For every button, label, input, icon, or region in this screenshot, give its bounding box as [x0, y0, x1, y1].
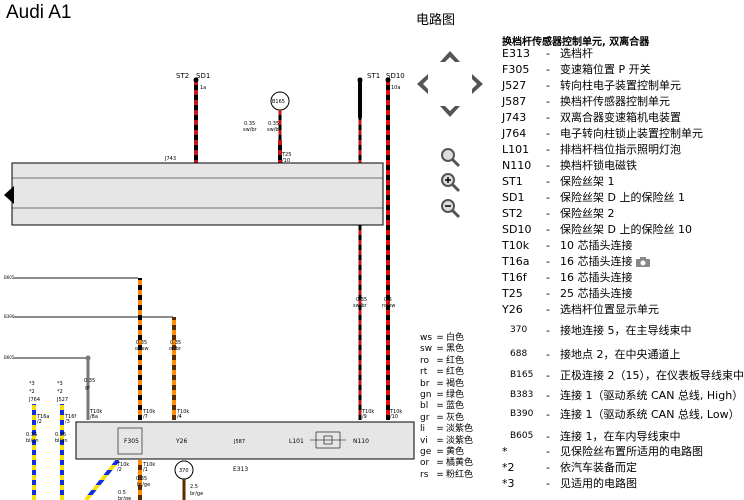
svg-text:0.35: 0.35	[136, 476, 147, 482]
f305-label: F305	[124, 438, 139, 445]
svg-text:0.35: 0.35	[244, 121, 255, 127]
j764-label: J764	[28, 397, 40, 403]
svg-text:*2: *2	[57, 389, 63, 395]
svg-text:0.35: 0.35	[55, 432, 66, 438]
pan-left-icon[interactable]	[414, 72, 438, 96]
color-row: gr=灰色	[420, 412, 465, 423]
svg-text:/2: /2	[117, 467, 122, 473]
fuse-sd10-label: SD10	[386, 72, 405, 80]
svg-text:370: 370	[179, 468, 189, 474]
svg-text:ro/sw: ro/sw	[382, 303, 395, 309]
svg-text:T10k: T10k	[176, 409, 189, 415]
wiring-diagram: ST2 SD1 1a ST1 SD10 10a B165 0.35 sw/br …	[4, 72, 415, 500]
e313-label: E313	[233, 466, 248, 473]
svg-text:B605: B605	[4, 355, 15, 360]
svg-text:10a: 10a	[391, 85, 400, 91]
svg-text:0.5: 0.5	[384, 297, 392, 303]
color-row: li=淡紫色	[420, 424, 474, 435]
svg-text:T10k: T10k	[116, 462, 129, 468]
svg-text:*2: *2	[29, 389, 35, 395]
svg-text:B605: B605	[4, 275, 15, 280]
app-title: Audi A1	[6, 2, 72, 23]
color-row: vi=淡紫色	[420, 435, 474, 446]
svg-text:/8a: /8a	[90, 414, 98, 420]
j587-label: J587	[233, 439, 245, 445]
color-row: ge=黄色	[420, 446, 465, 457]
color-row: gn=绿色	[420, 389, 465, 400]
svg-text:/7: /7	[143, 414, 148, 420]
zoom-out-icon[interactable]	[438, 196, 462, 220]
legend-title: 换档杆传感器控制单元, 双离合器	[502, 37, 650, 48]
svg-text:T10k: T10k	[142, 409, 155, 415]
b165-label: B165	[272, 99, 285, 105]
svg-text:sw/br: sw/br	[243, 127, 258, 133]
fuse-st2-label: ST2	[176, 72, 189, 80]
color-row: bl=蓝色	[420, 401, 465, 412]
j743-label: J743	[164, 156, 176, 162]
svg-text:/4: /4	[177, 414, 182, 420]
j527-label: J527	[56, 397, 68, 403]
svg-text:bl/gn: bl/gn	[26, 438, 39, 444]
svg-text:bl/gn: bl/gn	[55, 438, 68, 444]
svg-text:or/sw: or/sw	[135, 346, 149, 352]
color-row: or=橘黄色	[420, 458, 474, 469]
svg-text:0.35: 0.35	[84, 378, 95, 384]
svg-text:0.35: 0.35	[26, 432, 37, 438]
n110-label: N110	[353, 438, 369, 445]
svg-text:0.5: 0.5	[118, 490, 126, 496]
color-row: rs=粉红色	[420, 469, 474, 480]
svg-text:T10k: T10k	[89, 409, 102, 415]
svg-text:T25: T25	[281, 152, 291, 158]
y26-label: Y26	[175, 438, 187, 445]
color-row: ro=红色	[420, 355, 465, 366]
svg-text:br/ge: br/ge	[118, 496, 131, 500]
svg-text:or/br: or/br	[169, 346, 182, 352]
svg-text:T16f: T16f	[64, 414, 76, 420]
zoom-fit-icon[interactable]	[438, 145, 462, 169]
svg-text:T10k: T10k	[389, 409, 402, 415]
svg-text:T10k: T10k	[142, 462, 155, 468]
component-legend: 换档杆传感器控制单元, 双离合器 E313-选档杆 F305-变速箱位置 P 开…	[500, 30, 744, 500]
triangle-left-icon	[4, 186, 14, 204]
svg-text:/10: /10	[282, 158, 290, 164]
pan-right-icon[interactable]	[462, 72, 486, 96]
svg-text:*3: *3	[57, 381, 63, 387]
svg-text:2.5: 2.5	[190, 484, 198, 490]
color-row: rt=红色	[420, 367, 465, 378]
pan-up-icon[interactable]	[438, 48, 462, 72]
camera-icon[interactable]	[635, 256, 651, 268]
svg-text:0.35: 0.35	[268, 121, 279, 127]
svg-text:0.35: 0.35	[170, 340, 181, 346]
svg-text:gr: gr	[85, 385, 91, 391]
pan-down-icon[interactable]	[438, 96, 462, 120]
svg-text:/10: /10	[390, 414, 398, 420]
svg-text:/1: /1	[143, 467, 148, 473]
wire-color-key: ws=白色 sw=黑色 ro=红色 rt=红色 br=褐色 gn=绿色 bl=蓝…	[420, 333, 500, 481]
svg-text:T16a: T16a	[36, 414, 49, 420]
zoom-in-icon[interactable]	[438, 170, 462, 194]
color-row: ws=白色	[420, 333, 465, 343]
svg-text:T10k: T10k	[361, 409, 374, 415]
svg-text:B390: B390	[4, 314, 15, 319]
svg-text:*3: *3	[29, 381, 35, 387]
svg-text:0.35: 0.35	[356, 297, 367, 303]
svg-text:br/ge: br/ge	[137, 482, 150, 488]
fuse-sd1-label: SD1	[196, 72, 210, 80]
svg-text:sw/br: sw/br	[267, 127, 282, 133]
l101-label: L101	[289, 438, 304, 445]
color-row: br=褐色	[420, 378, 465, 389]
j743-box	[11, 162, 384, 226]
view-title: 电路图	[416, 13, 456, 28]
svg-text:sw/br: sw/br	[353, 303, 368, 309]
fuse-st1-label: ST1	[367, 72, 380, 80]
color-row: sw=黑色	[420, 344, 465, 355]
svg-text:/3: /3	[65, 419, 70, 425]
svg-text:0.35: 0.35	[136, 340, 147, 346]
svg-text:/2: /2	[37, 419, 42, 425]
svg-text:/9: /9	[362, 414, 367, 420]
svg-text:1a: 1a	[200, 85, 206, 91]
svg-text:br/ge: br/ge	[190, 491, 203, 497]
